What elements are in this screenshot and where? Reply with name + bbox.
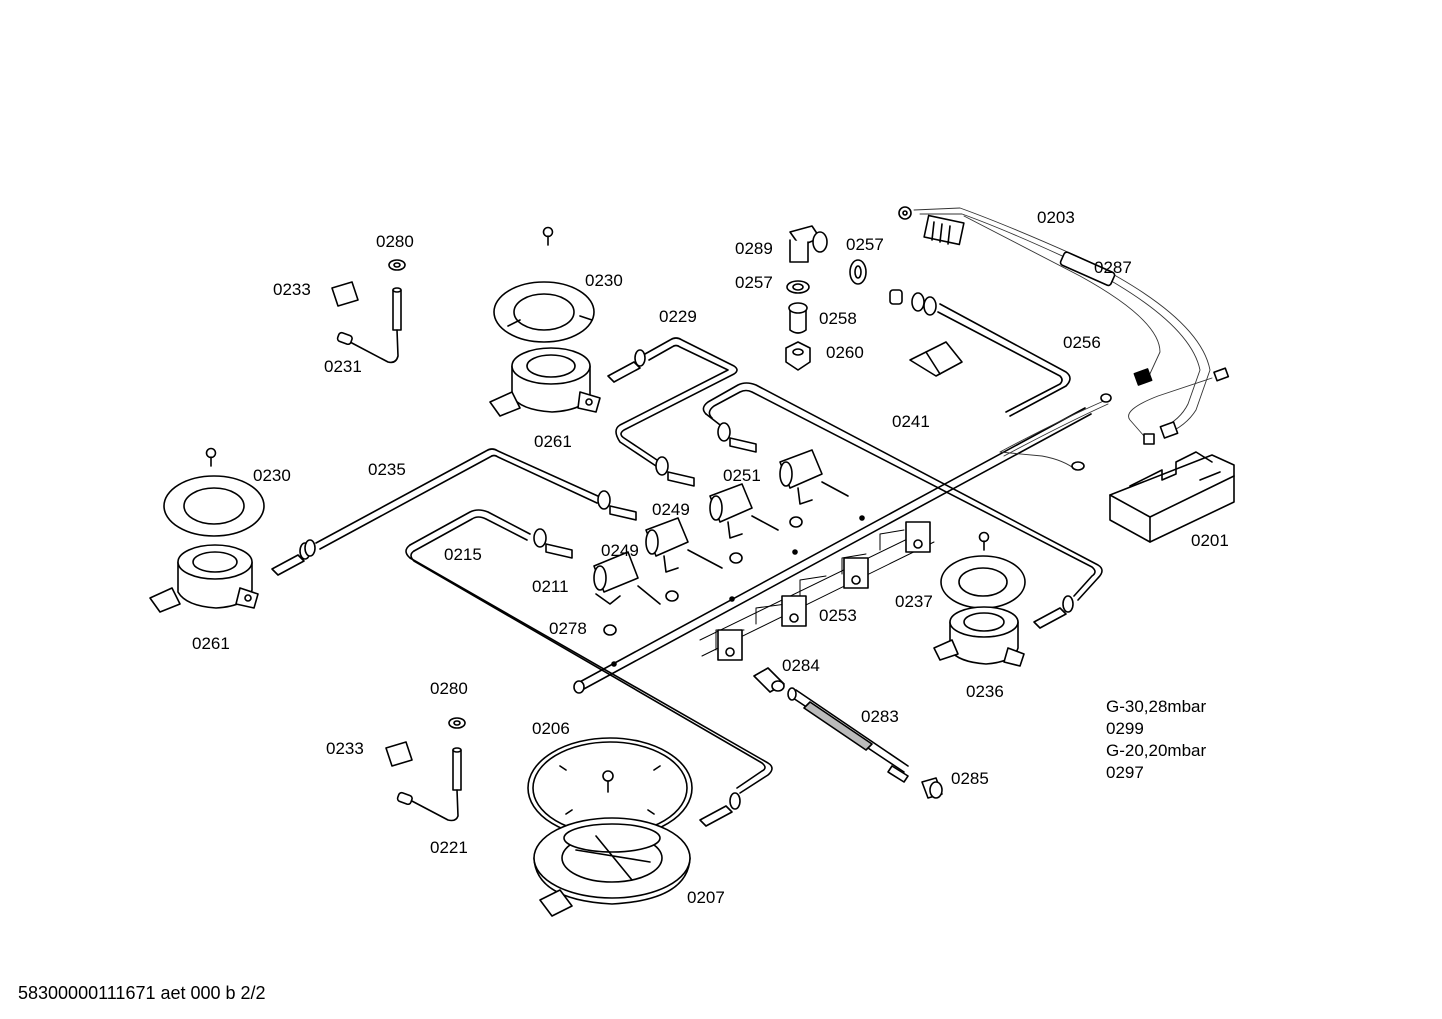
part-label-0280-upper: 0280 bbox=[376, 232, 414, 251]
part-label-0231: 0231 bbox=[324, 357, 362, 376]
gas-variant-g30: G-30,28mbar bbox=[1106, 697, 1207, 716]
part-label-0285: 0285 bbox=[951, 769, 989, 788]
part-label-0261-left: 0261 bbox=[192, 634, 230, 653]
gas-pipe-0235 bbox=[271, 448, 601, 576]
gas-pipe-0256 bbox=[889, 289, 1071, 417]
pipe-fittings bbox=[533, 422, 757, 559]
part-label-0249-upper: 0249 bbox=[652, 500, 690, 519]
gas-pipe-0241 bbox=[702, 382, 1103, 629]
part-label-0230-left: 0230 bbox=[253, 466, 291, 485]
cable-harness-0203-0287 bbox=[898, 206, 1230, 471]
part-label-0241: 0241 bbox=[892, 412, 930, 431]
ignition-module bbox=[1109, 451, 1235, 543]
burner-large-bottom bbox=[527, 737, 693, 917]
part-label-0230-top: 0230 bbox=[585, 271, 623, 290]
burner-mid-left bbox=[149, 447, 265, 613]
part-label-0256: 0256 bbox=[1063, 333, 1101, 352]
burner-top-left bbox=[489, 226, 601, 417]
part-label-0206: 0206 bbox=[532, 719, 570, 738]
gas-tap-0211 bbox=[593, 551, 661, 636]
thermocouple-lower bbox=[385, 717, 466, 822]
part-label-0233-upper: 0233 bbox=[273, 280, 311, 299]
part-label-0251: 0251 bbox=[723, 466, 761, 485]
gas-variant-g30-part: 0299 bbox=[1106, 719, 1144, 738]
gas-variant-g20: G-20,20mbar bbox=[1106, 741, 1207, 760]
gas-tap-0249 bbox=[645, 517, 723, 602]
gas-pipe-0215 bbox=[405, 509, 773, 827]
part-label-0280-lower: 0280 bbox=[430, 679, 468, 698]
part-label-0215: 0215 bbox=[444, 545, 482, 564]
switch-assembly-0253 bbox=[699, 521, 935, 661]
part-label-0257-upper: 0257 bbox=[846, 235, 884, 254]
part-label-0236: 0236 bbox=[966, 682, 1004, 701]
thermocouple-upper bbox=[331, 259, 406, 364]
part-label-0201: 0201 bbox=[1191, 531, 1229, 550]
part-label-0211: 0211 bbox=[532, 577, 569, 596]
part-label-0283: 0283 bbox=[861, 707, 899, 726]
gas-variant-g20-part: 0297 bbox=[1106, 763, 1144, 782]
part-label-0289: 0289 bbox=[735, 239, 773, 258]
part-label-0260: 0260 bbox=[826, 343, 864, 362]
connector-parts bbox=[785, 225, 867, 371]
part-label-0207: 0207 bbox=[687, 888, 725, 907]
clip-bracket bbox=[909, 341, 963, 377]
part-label-0258: 0258 bbox=[819, 309, 857, 328]
part-label-0237: 0237 bbox=[895, 592, 933, 611]
gas-manifold-rail bbox=[573, 407, 1092, 694]
part-label-0221: 0221 bbox=[430, 838, 468, 857]
part-label-0203: 0203 bbox=[1037, 208, 1075, 227]
part-label-0284: 0284 bbox=[782, 656, 820, 675]
part-label-0253: 0253 bbox=[819, 606, 857, 625]
part-label-0261-top: 0261 bbox=[534, 432, 572, 451]
gas-pipe-0229 bbox=[607, 337, 738, 467]
ignition-electrode bbox=[753, 667, 943, 799]
part-label-0278: 0278 bbox=[549, 619, 587, 638]
part-label-0235: 0235 bbox=[368, 460, 406, 479]
part-label-0287: 0287 bbox=[1094, 258, 1132, 277]
gas-variant-legend: G-30,28mbar 0299 G-20,20mbar 0297 bbox=[1106, 696, 1206, 784]
part-label-0229: 0229 bbox=[659, 307, 697, 326]
part-label-0257-lower: 0257 bbox=[735, 273, 773, 292]
burner-right bbox=[933, 531, 1026, 667]
part-label-0233-lower: 0233 bbox=[326, 739, 364, 758]
part-label-0249-lower: 0249 bbox=[601, 541, 639, 560]
gas-tap-0251b bbox=[709, 483, 779, 564]
document-reference: 58300000111671 aet 000 b 2/2 bbox=[18, 983, 266, 1003]
gas-tap-0251a bbox=[779, 449, 849, 528]
